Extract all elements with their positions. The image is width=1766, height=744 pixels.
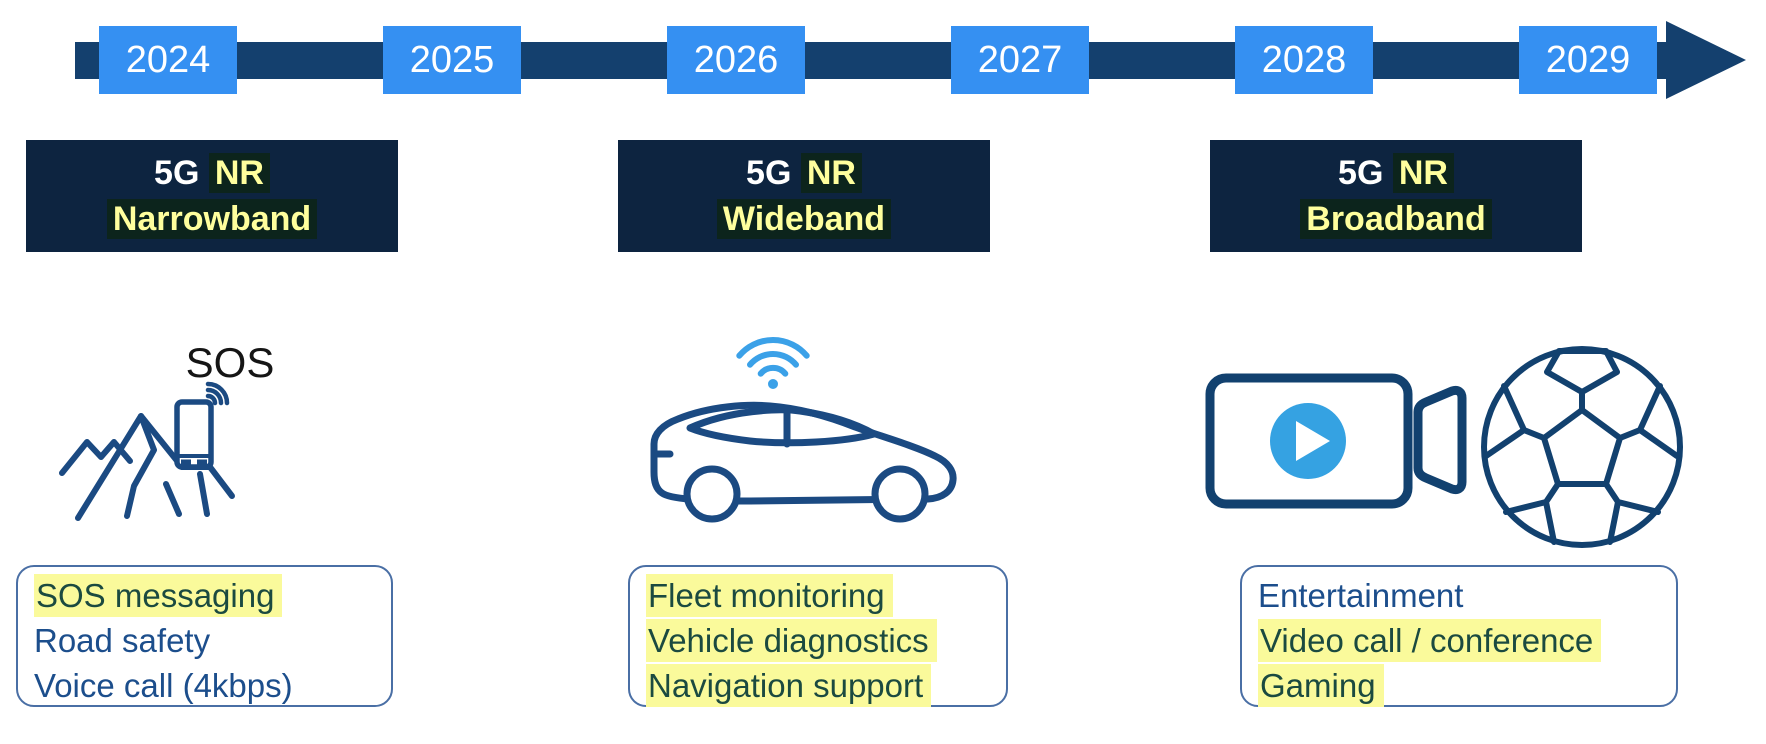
timeline-year-2024: 2024 xyxy=(99,26,237,94)
feature-item: Entertainment xyxy=(1258,577,1464,614)
feature-line: Road safety xyxy=(34,618,391,663)
title-5g-text: 5G xyxy=(746,154,792,192)
connected-car-icon xyxy=(650,336,957,523)
phase-title-line2: Wideband xyxy=(618,196,990,242)
timeline-bar xyxy=(75,42,1668,79)
car-outline xyxy=(650,401,957,505)
play-button-icon xyxy=(1270,403,1346,479)
feature-item: Video call / conference xyxy=(1258,619,1602,662)
title-5g-text: 5G xyxy=(1338,154,1384,192)
video-player-soccer-ball-icon xyxy=(1205,346,1683,548)
timeline-year-2028: 2028 xyxy=(1235,26,1373,94)
feature-item: Navigation support xyxy=(646,664,932,707)
feature-box-wideband: Fleet monitoring Vehicle diagnostics Nav… xyxy=(628,565,1008,707)
feature-item: Voice call (4kbps) xyxy=(34,667,293,704)
title-band-name: Wideband xyxy=(716,199,892,239)
feature-item: Road safety xyxy=(34,622,211,659)
video-player-icon xyxy=(1205,373,1467,509)
feature-item: Fleet monitoring xyxy=(646,574,893,617)
phase-title-line1: 5G NR xyxy=(26,150,398,196)
feature-line: Voice call (4kbps) xyxy=(34,663,391,708)
sos-phone-mountain-icon: SOS xyxy=(59,339,275,521)
feature-item: SOS messaging xyxy=(34,574,283,617)
signal-arcs-icon xyxy=(205,381,230,406)
timeline-year-2026: 2026 xyxy=(667,26,805,94)
timeline-arrowhead-icon xyxy=(1666,21,1746,99)
title-band-name: Narrowband xyxy=(106,199,318,239)
phase-title-line1: 5G NR xyxy=(1210,150,1582,196)
feature-line: Fleet monitoring xyxy=(646,573,1006,618)
feature-line: Vehicle diagnostics xyxy=(646,618,1006,663)
phase-header-wideband: 5G NR Wideband xyxy=(618,140,990,252)
timeline-year-2027: 2027 xyxy=(951,26,1089,94)
wifi-icon xyxy=(736,336,810,389)
feature-line: Entertainment xyxy=(1258,573,1676,618)
title-nr-highlight: NR xyxy=(208,153,270,193)
soccer-ball-icon xyxy=(1481,346,1683,548)
timeline-year-2029: 2029 xyxy=(1519,26,1657,94)
timeline-year-2025: 2025 xyxy=(383,26,521,94)
title-nr-highlight: NR xyxy=(1392,153,1454,193)
feature-line: Video call / conference xyxy=(1258,618,1676,663)
car-wheels xyxy=(683,465,929,523)
phase-title-line2: Broadband xyxy=(1210,196,1582,242)
sos-label: SOS xyxy=(186,339,275,386)
feature-line: Gaming xyxy=(1258,663,1676,708)
phase-title-line2: Narrowband xyxy=(26,196,398,242)
title-5g-text: 5G xyxy=(154,154,200,192)
title-nr-highlight: NR xyxy=(800,153,862,193)
feature-item: Vehicle diagnostics xyxy=(646,619,937,662)
title-band-name: Broadband xyxy=(1300,199,1492,239)
feature-item: Gaming xyxy=(1258,664,1384,707)
feature-line: SOS messaging xyxy=(34,573,391,618)
feature-box-broadband: Entertainment Video call / conference Ga… xyxy=(1240,565,1678,707)
feature-line: Navigation support xyxy=(646,663,1006,708)
phase-header-broadband: 5G NR Broadband xyxy=(1210,140,1582,252)
phase-header-narrowband: 5G NR Narrowband xyxy=(26,140,398,252)
phone-icon xyxy=(174,399,214,470)
phase-title-line1: 5G NR xyxy=(618,150,990,196)
feature-box-narrowband: SOS messaging Road safety Voice call (4k… xyxy=(16,565,393,707)
